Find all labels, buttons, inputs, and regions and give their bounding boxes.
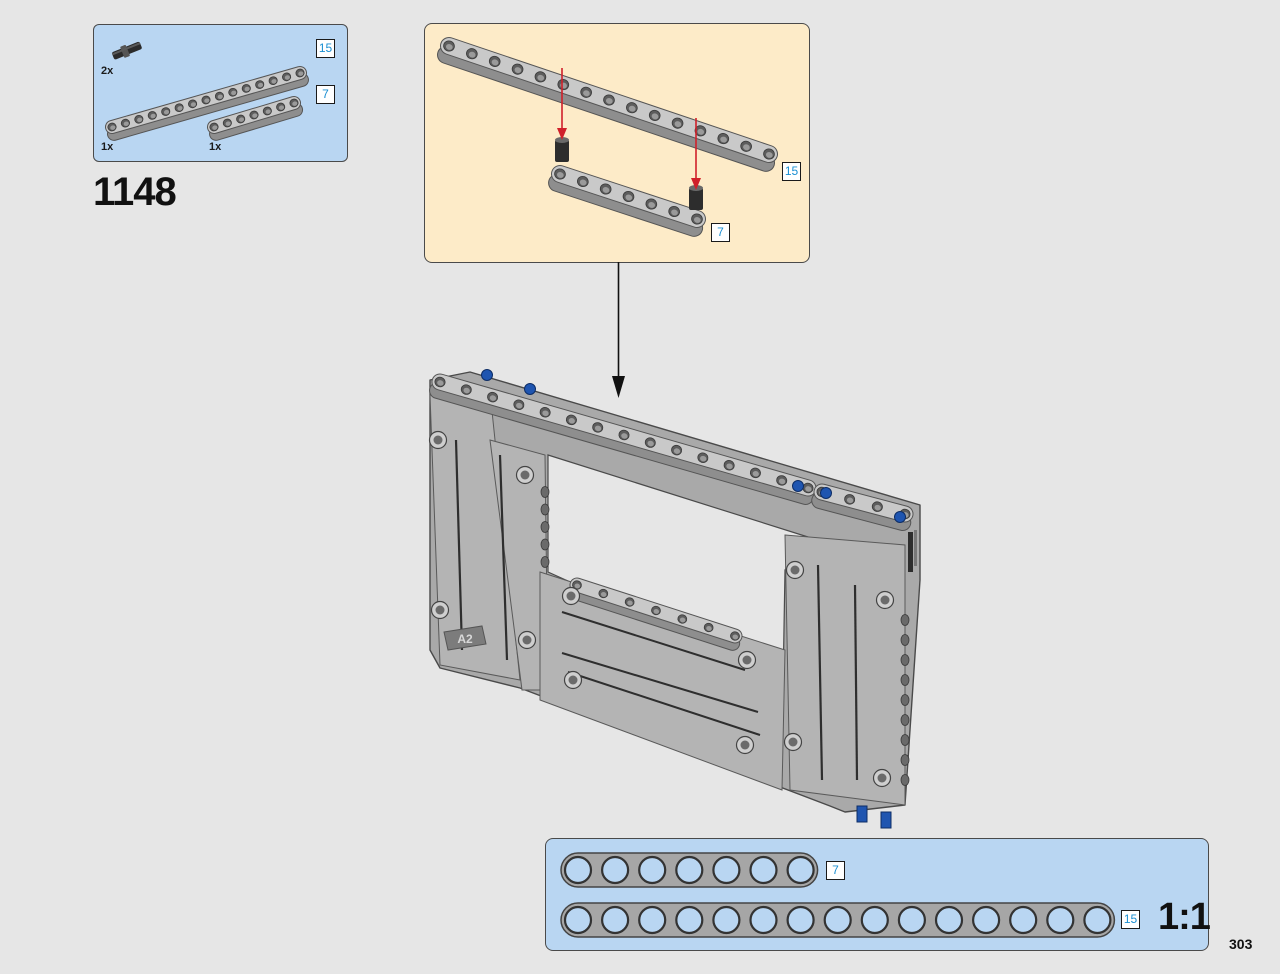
sub-beam-7-badge: 7 <box>711 223 730 242</box>
model-top-beam-short <box>811 483 914 532</box>
axle-connector-icon <box>111 41 142 60</box>
model-frame <box>429 371 921 813</box>
sub-beam-7 <box>548 165 707 237</box>
parts-beam-7 <box>207 96 304 141</box>
axle-connector-qty: 2x <box>101 65 114 77</box>
parts-beam-15 <box>105 65 309 141</box>
beam-15-qty: 1x <box>101 141 114 153</box>
scale-label: 1:1 <box>1158 896 1211 938</box>
scale-beam-15-badge: 15 <box>1121 910 1140 929</box>
beam-15-length-badge: 15 <box>316 39 335 58</box>
beam-7-icon <box>207 96 304 141</box>
blue-pin <box>894 511 906 523</box>
step-number: 1148 <box>93 170 177 214</box>
sub-beam-15 <box>437 37 778 172</box>
sticker-a2: A2 <box>443 625 487 651</box>
sub-connector-pin <box>689 185 703 210</box>
scale-guide-panel: 7 15 <box>545 838 1209 951</box>
beam-7-qty: 1x <box>209 141 222 153</box>
beam-7-length-badge: 7 <box>316 85 335 104</box>
model-inner-beam-7 <box>567 577 743 651</box>
scale-beam-15 <box>560 902 1116 938</box>
blue-pin <box>820 487 832 499</box>
blue-pin <box>481 369 493 381</box>
parts-list-panel: 2x 15 1x 7 1x <box>93 24 348 162</box>
blue-pin <box>792 480 804 492</box>
sticker-label: A2 <box>457 632 473 646</box>
sub-beam-15-badge: 15 <box>782 162 801 181</box>
sub-assembly-illustration <box>437 37 778 237</box>
blue-pin <box>524 383 536 395</box>
sub-assembly-callout: 15 7 <box>424 23 810 263</box>
scale-beams <box>560 852 1116 938</box>
scale-beam-7 <box>560 852 819 888</box>
page-number: 303 <box>1229 936 1253 952</box>
beam-15-icon <box>105 65 309 141</box>
red-insert-arrow <box>691 118 701 190</box>
scale-beam-7-badge: 7 <box>826 861 845 880</box>
red-insert-arrow <box>557 68 567 140</box>
sub-connector-pin <box>555 137 569 162</box>
assembly-arrow <box>612 262 625 398</box>
